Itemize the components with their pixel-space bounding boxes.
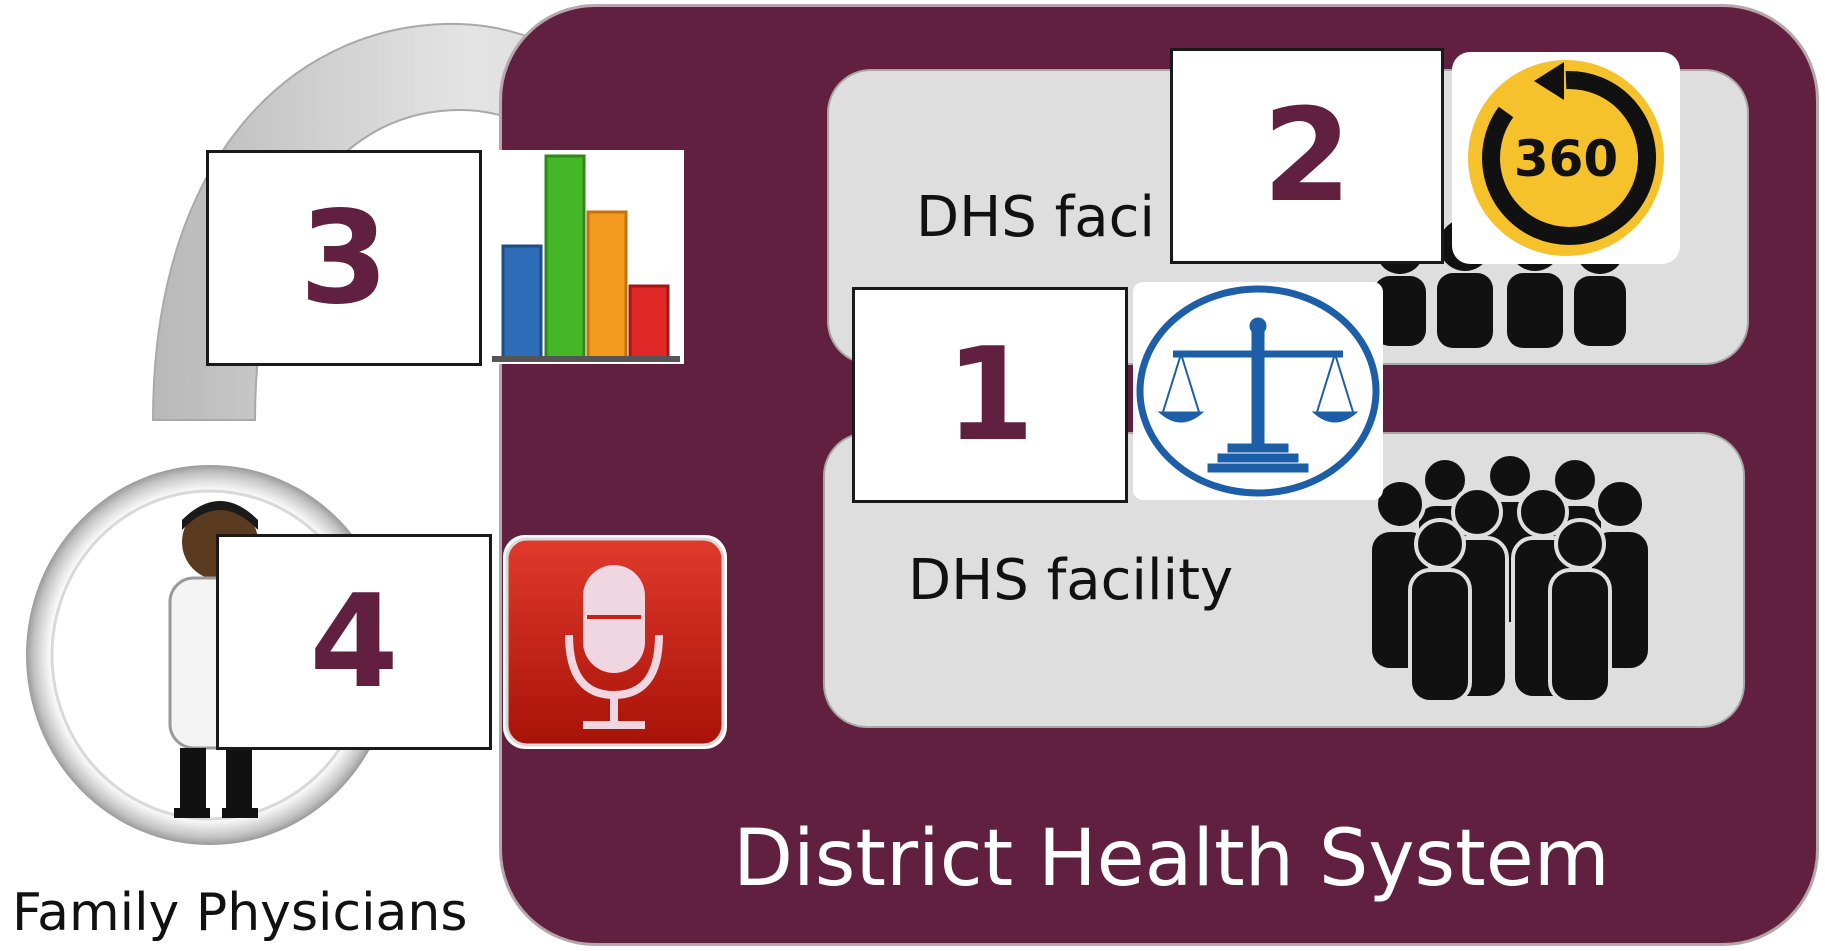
- step-4-box: 4: [216, 534, 492, 750]
- step-2-box: 2: [1170, 48, 1444, 264]
- 360-rotation-icon: 360: [1468, 60, 1664, 256]
- step-1-box: 1: [852, 287, 1128, 503]
- bar-chart-icon: [492, 154, 680, 362]
- 360-text: 360: [1514, 130, 1618, 188]
- step-3-box: 3: [206, 150, 482, 366]
- bar-chart-icon-card: [488, 150, 684, 364]
- facility-label-bottom: DHS facility: [908, 548, 1234, 613]
- microphone-icon: [505, 537, 725, 747]
- scales-icon-card: [1133, 282, 1383, 500]
- facility-label-top: DHS faci: [916, 185, 1155, 250]
- microphone-icon-card: [503, 535, 727, 749]
- district-health-system-label: District Health System: [733, 814, 1610, 904]
- scales-of-justice-icon: [1136, 285, 1380, 497]
- 360-rotation-icon-card: 360: [1452, 52, 1680, 264]
- people-crowd-icon: [1368, 452, 1652, 704]
- family-physicians-label: Family Physicians: [12, 883, 468, 943]
